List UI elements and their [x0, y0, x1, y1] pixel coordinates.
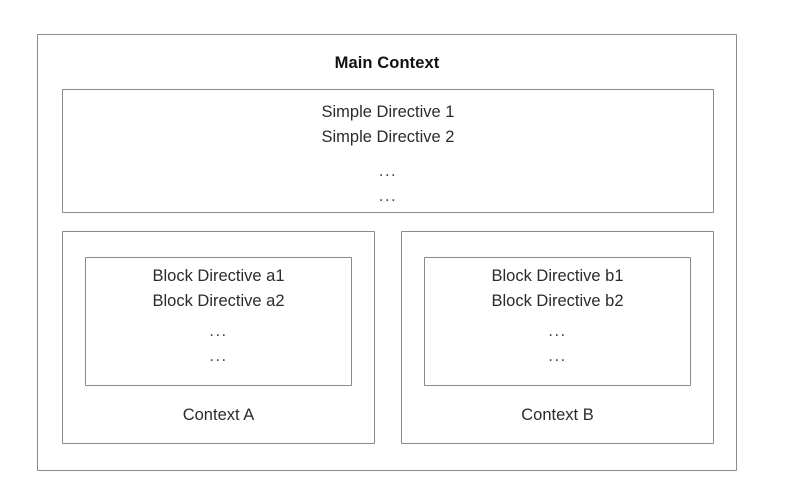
block-directive-a-ellipsis-1: ... [209, 322, 228, 340]
block-directives-b-text: Block Directive b1 Block Directive b2 ..… [425, 264, 690, 368]
simple-directives-box: Simple Directive 1 Simple Directive 2 ..… [62, 89, 714, 213]
context-b-box: Block Directive b1 Block Directive b2 ..… [401, 231, 714, 444]
block-directive-a-line-2: Block Directive a2 [152, 292, 285, 310]
block-directive-a-ellipsis-2: ... [209, 347, 228, 365]
block-directive-b-ellipsis-1: ... [548, 322, 567, 340]
block-directive-b-ellipsis-2: ... [548, 347, 567, 365]
block-directive-b-line-1: Block Directive b1 [491, 267, 624, 285]
simple-directive-line-1: Simple Directive 1 [321, 103, 455, 121]
block-directives-b-box: Block Directive b1 Block Directive b2 ..… [424, 257, 691, 386]
context-a-label: Context A [182, 406, 255, 424]
block-directives-a-box: Block Directive a1 Block Directive a2 ..… [85, 257, 352, 386]
block-directive-b-line-2: Block Directive b2 [491, 292, 624, 310]
simple-directives-text: Simple Directive 1 Simple Directive 2 ..… [63, 100, 713, 208]
main-context-title: Main Context [334, 54, 440, 72]
block-directive-a-line-1: Block Directive a1 [152, 267, 285, 285]
simple-directive-ellipsis-1: ... [378, 162, 398, 180]
simple-directive-ellipsis-2: ... [378, 187, 398, 205]
context-a-box: Block Directive a1 Block Directive a2 ..… [62, 231, 375, 444]
simple-directive-line-2: Simple Directive 2 [321, 128, 455, 146]
block-directives-a-text: Block Directive a1 Block Directive a2 ..… [86, 264, 351, 368]
context-b-label: Context B [521, 406, 594, 424]
